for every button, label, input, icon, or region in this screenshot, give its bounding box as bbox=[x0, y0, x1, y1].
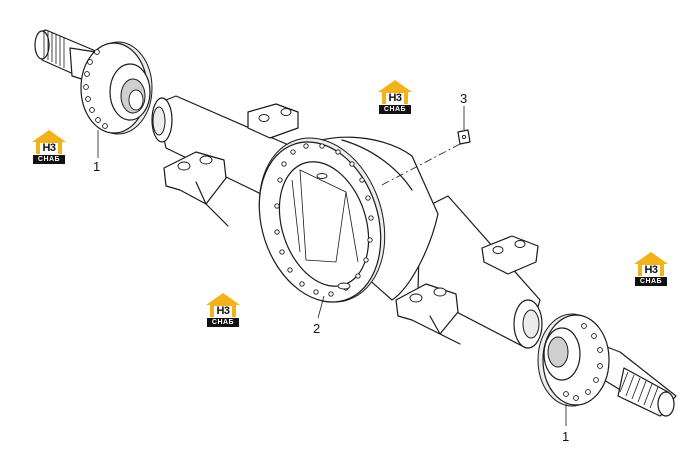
watermark-logo: H3 CHAБ bbox=[30, 130, 68, 166]
watermark-logo: H3 CHAБ bbox=[376, 80, 414, 116]
watermark-logo: H3 CHAБ bbox=[204, 293, 242, 329]
breather-plug bbox=[379, 129, 471, 187]
axle-housing bbox=[151, 95, 543, 349]
callout-hub-bottom-right: 1 bbox=[562, 429, 570, 444]
callout-hub-top-left: 1 bbox=[93, 159, 101, 174]
callout-breather: 3 bbox=[460, 91, 468, 106]
axle-shaft-right bbox=[537, 313, 677, 417]
callout-housing: 2 bbox=[313, 321, 321, 336]
leader-housing bbox=[317, 295, 325, 319]
watermark-logo: H3 CHAБ bbox=[632, 252, 670, 288]
axle-shaft-left bbox=[34, 29, 153, 135]
